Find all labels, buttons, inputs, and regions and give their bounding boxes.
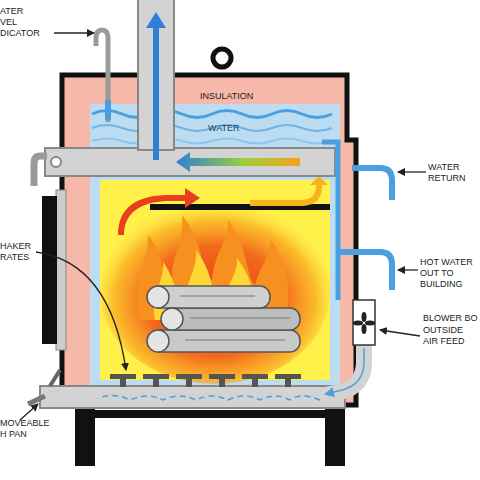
log-end [147,286,169,308]
door-frame [56,190,66,350]
log-end [147,330,169,352]
part-label: WATER RETURN [428,162,480,184]
grate-bar [110,374,136,387]
flue-gas-arrow [118,188,200,235]
fire-glow [100,200,330,384]
ash-pan-handle [28,396,45,404]
leg-rail [75,410,345,418]
flue-gas-arrow [176,152,300,172]
air-feed-arrow [326,348,364,394]
level-indicator-water [105,100,111,120]
log [165,308,300,330]
ash-pan [40,386,345,408]
fan-blade [362,312,367,322]
water-wave [92,139,332,144]
grate-bar [143,374,169,387]
leader-arrow [54,32,94,33]
leg [75,400,95,466]
flue-gas-arrow [250,176,328,206]
water-return-pipe [352,168,392,200]
leader-arrow [20,404,38,420]
loading-door [42,196,57,344]
log-end [161,308,183,330]
part-label: HAKER RATES [0,241,40,263]
fan-blade [362,324,367,334]
fan-blade [365,321,375,326]
leader-lines [20,33,426,420]
leader-arrow [36,252,126,370]
leader-arrow [380,330,420,336]
combustion-air-flow [98,395,320,400]
part-label: INSULATION [200,91,280,102]
lifting-hook [213,49,231,67]
grate-bar [275,374,301,387]
insulation-body [62,75,356,405]
log [150,330,300,352]
bark-line [180,296,290,340]
blower-box [353,300,375,345]
firewood-logs [147,286,300,352]
water-return-pipe [322,142,338,300]
water-wave [92,111,332,118]
hot-water-pipe [340,252,392,290]
flame [137,215,288,320]
shaker-lever [50,370,60,386]
grate-bar [242,374,268,387]
part-label: WATER [208,123,268,134]
part-label: MOVEABLE H PAN [0,418,56,440]
shaker-grates [110,374,301,387]
fan-blade [353,321,363,326]
air-feed-duct [320,345,364,396]
leg [325,400,345,466]
part-label: HOT WATER OUT TO BUILDING [420,257,478,290]
part-label: OUTSIDE AIR FEED [423,325,473,347]
exhaust-arrow [146,12,166,160]
grate-bar [209,374,235,387]
pipe-cap [51,157,61,167]
fan-symbol [353,312,375,334]
part-label: ATER VEL DICATOR [0,6,52,39]
leader-arrow [398,171,426,172]
drain-spout [34,156,47,186]
leader-arrow [398,269,418,270]
grate-bar [176,374,202,387]
part-label: BLOWER BO [423,313,480,324]
flue-pipe [45,148,335,176]
